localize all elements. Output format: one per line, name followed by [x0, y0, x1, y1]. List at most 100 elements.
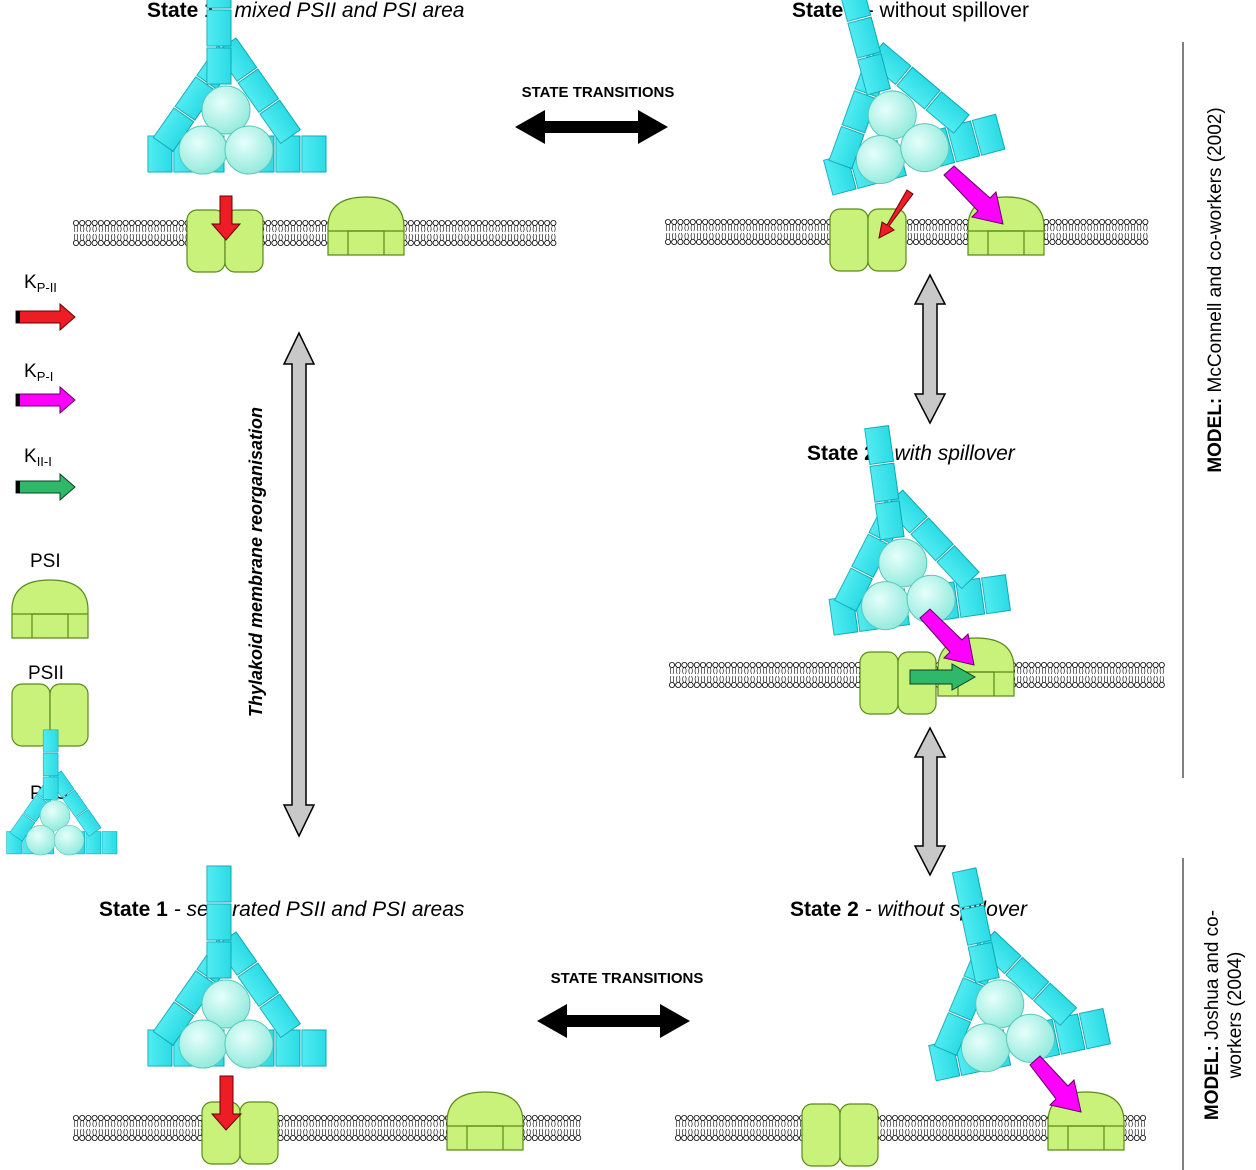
lipid	[1061, 218, 1068, 246]
lipid	[793, 662, 799, 688]
psi-top-left	[327, 196, 405, 256]
lipid	[420, 219, 427, 247]
lipid	[885, 1115, 892, 1141]
title-bold: State 2	[790, 898, 859, 921]
lipid	[302, 1115, 309, 1141]
lipid	[531, 219, 538, 247]
lipid	[141, 219, 148, 247]
lipid	[776, 218, 783, 246]
lipid	[706, 1115, 712, 1141]
lipid	[79, 1115, 86, 1141]
lipid	[730, 1115, 737, 1141]
lipid	[79, 219, 86, 247]
lipid	[768, 662, 775, 688]
psii-bottom-right	[801, 1103, 879, 1167]
lipid	[720, 218, 727, 246]
lipid	[277, 1115, 284, 1141]
lipid	[755, 1115, 762, 1141]
lipid	[395, 1115, 402, 1141]
lipid	[401, 1115, 408, 1141]
lipid	[289, 1115, 297, 1141]
lipid	[727, 218, 733, 246]
lipid	[91, 1115, 98, 1141]
psi-bottom-left	[446, 1091, 524, 1151]
lipid	[153, 219, 160, 247]
lipid	[538, 219, 544, 247]
lipid	[370, 1115, 377, 1141]
lipid	[813, 218, 820, 246]
lipid	[774, 1115, 781, 1141]
kp2-arrow-top-left	[210, 195, 242, 241]
lipid	[420, 1115, 427, 1141]
kp2-arrow-bottom-left	[210, 1075, 243, 1131]
lipid	[960, 1115, 967, 1141]
lipid	[426, 1115, 433, 1141]
lipid	[1072, 662, 1078, 688]
legend-psi-label: PSI	[30, 551, 61, 572]
lipid	[519, 219, 526, 247]
lipid	[159, 1115, 166, 1141]
lipid	[283, 219, 290, 247]
k21-arrow-middle-right	[909, 663, 977, 691]
lipid	[749, 1115, 756, 1141]
lipid	[364, 1115, 371, 1141]
lipid	[733, 218, 740, 246]
lipid	[438, 1115, 445, 1141]
lipid	[457, 219, 464, 247]
lipid	[544, 1115, 551, 1141]
lipid	[749, 662, 756, 688]
lipid	[743, 1115, 750, 1141]
lipid	[569, 1115, 575, 1141]
lipid	[184, 1115, 191, 1141]
title-bold: State 1	[99, 898, 168, 921]
lipid	[848, 662, 855, 688]
lipid	[689, 218, 696, 246]
lipid	[345, 1115, 352, 1141]
lipid	[947, 1115, 954, 1141]
lipid	[817, 662, 824, 688]
lipid	[718, 1115, 725, 1141]
legend-kp1-main: K	[24, 361, 37, 382]
lipid	[1146, 662, 1153, 688]
lipid	[762, 662, 768, 688]
legend-pbs-shape	[7, 730, 117, 855]
lipid	[500, 219, 507, 247]
legend-k21-main: K	[24, 446, 37, 467]
vertical-arrow-left	[282, 331, 316, 838]
lipid	[1133, 1115, 1140, 1141]
legend-kp1-arrow	[15, 385, 76, 415]
model-top-rest: McConnell and co-workers (2002)	[1205, 107, 1226, 397]
kp1-arrow-top-right	[943, 165, 1004, 225]
lipid	[801, 218, 808, 246]
lipid	[954, 1115, 960, 1141]
lipid	[1092, 218, 1099, 246]
lipid	[178, 1115, 185, 1141]
lipid	[513, 219, 520, 247]
lipid	[407, 1115, 414, 1141]
lipid	[265, 219, 272, 247]
lipid	[308, 1115, 315, 1141]
legend-kp2-sub: P-II	[37, 280, 57, 295]
lipid	[700, 662, 706, 688]
lipid	[172, 219, 179, 247]
lipid	[978, 1115, 985, 1141]
lipid	[116, 219, 123, 247]
lipid	[782, 218, 789, 246]
lipid	[1022, 1115, 1029, 1141]
lipid	[712, 1115, 719, 1141]
lipid	[669, 662, 675, 688]
title-rest: - with spillover	[876, 442, 1016, 465]
lipid	[879, 1115, 886, 1141]
lipid	[407, 219, 414, 247]
lipid	[73, 1115, 79, 1141]
lipid	[789, 218, 795, 246]
lipid	[708, 218, 715, 246]
lipid	[696, 218, 702, 246]
lipid	[159, 219, 166, 247]
lipid	[985, 1115, 991, 1141]
lipid	[91, 219, 98, 247]
lipid	[904, 1115, 911, 1141]
lipid	[141, 1115, 148, 1141]
legend-kp1-label: KP-I	[24, 361, 53, 384]
